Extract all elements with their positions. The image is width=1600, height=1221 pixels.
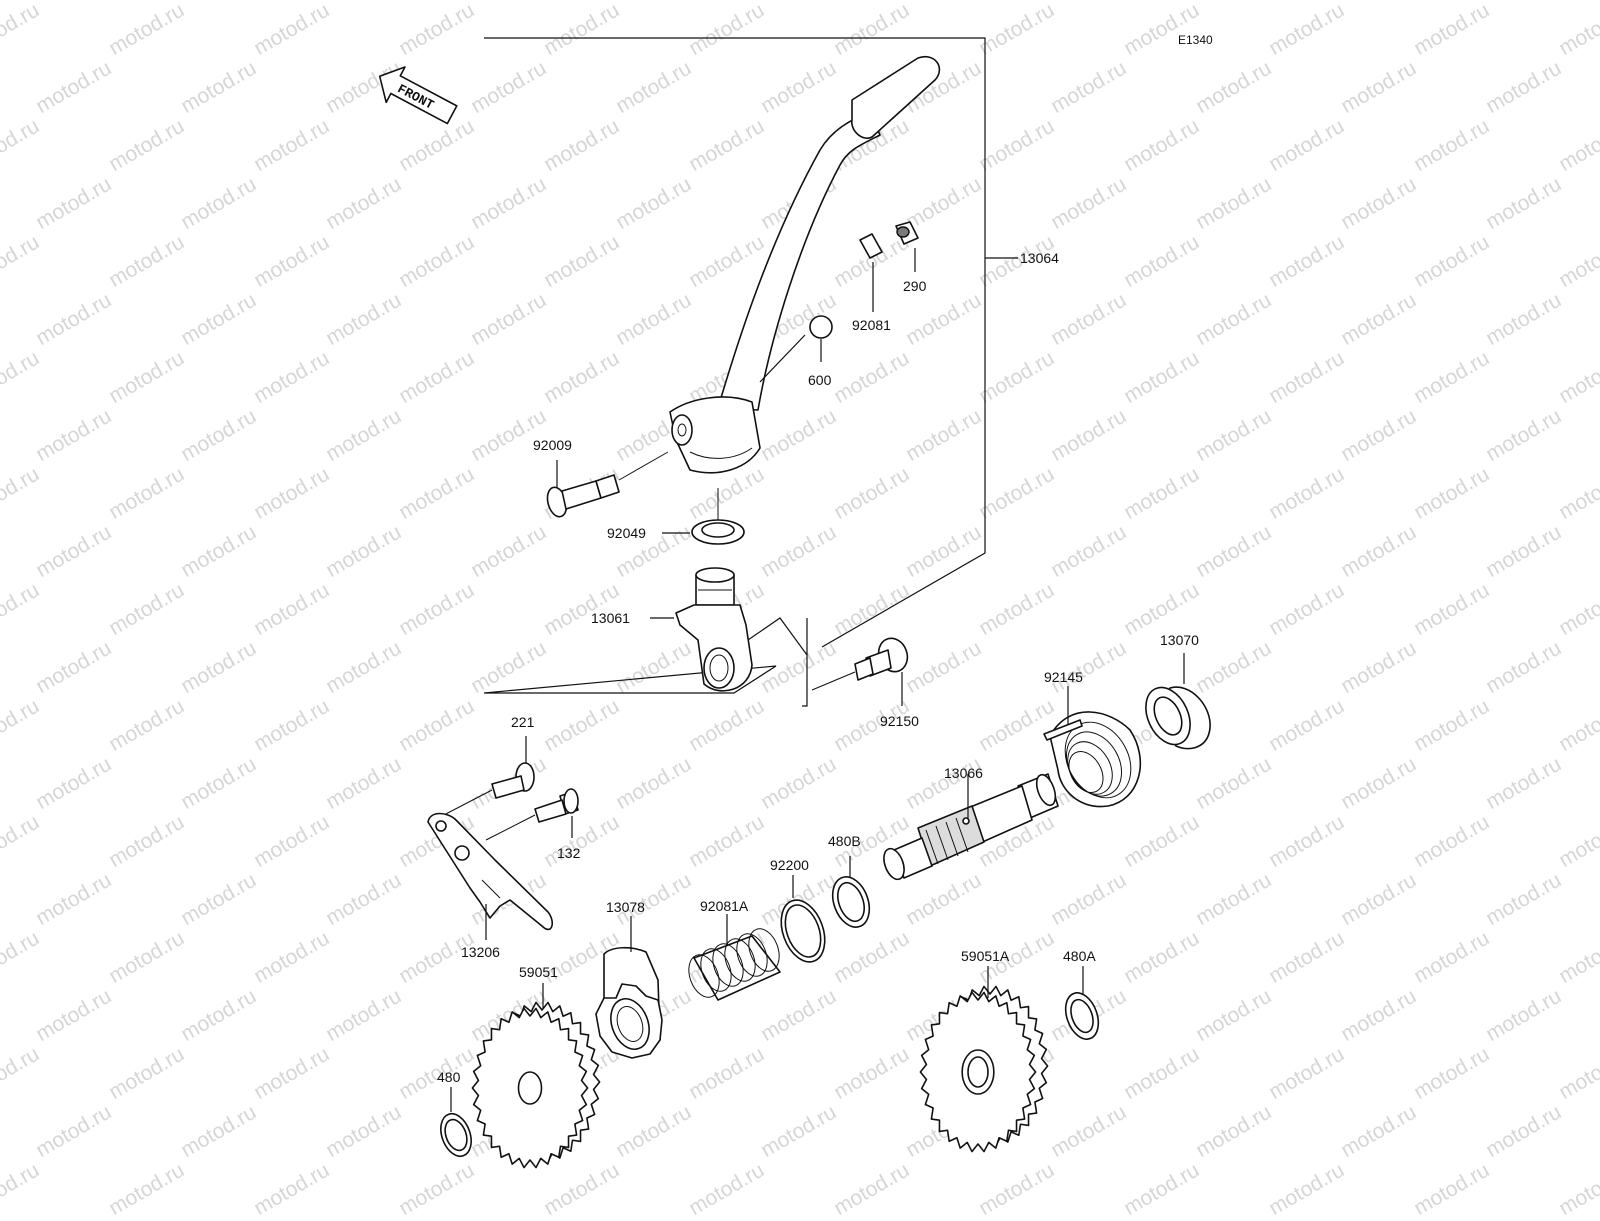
label-480: 480: [437, 1069, 461, 1085]
label-290: 290: [903, 278, 927, 294]
assembly-frame-13064: [483, 37, 986, 694]
ball-600: 600: [759, 315, 833, 388]
label-59051A: 59051A: [961, 948, 1010, 964]
front-arrow-icon: FRONT: [378, 66, 458, 125]
bolt-132: 132: [485, 788, 581, 861]
label-13061: 13061: [591, 610, 630, 626]
ratchet-13078: 13078: [595, 899, 663, 1059]
kick-lever-arm: [669, 55, 941, 474]
shaft-13066: 13066: [883, 765, 1059, 881]
bolt-92009: 92009: [533, 437, 669, 518]
set-screw-290: 290: [895, 221, 927, 294]
washer-92049: 92049: [607, 488, 745, 545]
spring-92081: 92081: [852, 233, 891, 333]
plate-13206: 13206: [427, 812, 554, 960]
label-92081: 92081: [852, 317, 891, 333]
label-92200: 92200: [770, 857, 809, 873]
washer-92200: 92200: [770, 857, 826, 963]
collar-13070: 13070: [1145, 632, 1211, 750]
bolt-221: 221: [439, 714, 535, 818]
label-92145: 92145: [1044, 669, 1083, 685]
spring-92145: 92145: [1043, 669, 1142, 808]
bolt-92150: 92150: [811, 637, 919, 729]
label-92049: 92049: [607, 525, 646, 541]
label-132: 132: [557, 845, 581, 861]
label-600: 600: [808, 372, 832, 388]
gear-59051-hub: [517, 1071, 543, 1105]
label-92009: 92009: [533, 437, 572, 453]
label-13206: 13206: [461, 944, 500, 960]
label-480A: 480A: [1063, 948, 1096, 964]
spring-92081A: 92081A: [688, 898, 781, 1001]
circlip-480B: 480B: [828, 833, 871, 928]
label-13070: 13070: [1160, 632, 1199, 648]
frame-break: [802, 618, 808, 707]
label-480B: 480B: [828, 833, 861, 849]
circlip-480: 480: [437, 1069, 472, 1158]
circlip-480A: 480A: [1063, 948, 1100, 1040]
gear-59051A: 59051A: [919, 948, 1049, 1153]
label-13064: 13064: [1020, 250, 1059, 266]
label-92150: 92150: [880, 713, 919, 729]
gear-59051A-bore: [967, 1056, 989, 1088]
label-13078: 13078: [606, 899, 645, 915]
label-13066: 13066: [944, 765, 983, 781]
boss-13061: 13061: [591, 567, 753, 692]
label-92081A: 92081A: [700, 898, 749, 914]
label-221: 221: [511, 714, 535, 730]
gear-59051: 59051: [471, 964, 601, 1169]
label-59051: 59051: [519, 964, 558, 980]
diagram-code: E1340: [1178, 33, 1213, 47]
